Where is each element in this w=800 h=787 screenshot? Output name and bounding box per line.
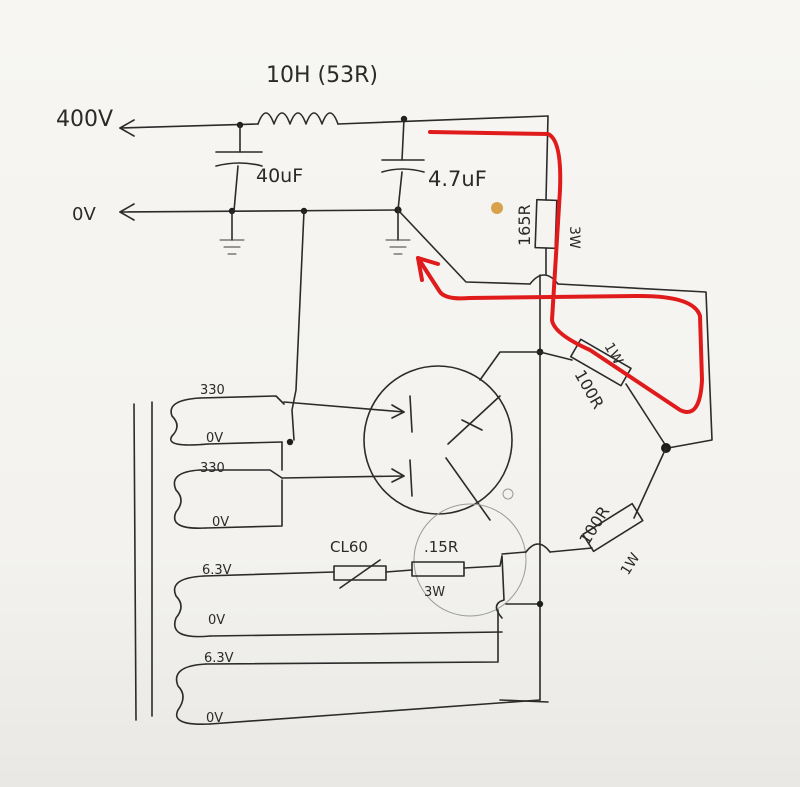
ground-return-wire [397, 209, 531, 285]
capacitor-40uf [215, 124, 263, 255]
heater1-label: 6.3V [202, 563, 232, 578]
choke-label: 10H (53R) [266, 63, 378, 88]
res-015-watt-label: 3W [424, 585, 445, 600]
hv-ct-label: 0V [206, 431, 223, 446]
stain-mark [491, 202, 503, 214]
capacitor-4-7uf [381, 118, 425, 255]
b-plus-rail [119, 112, 549, 137]
bridge-rectifier [281, 365, 513, 521]
res-100-bot-watt-label: 1W [618, 550, 644, 578]
heater1-ct-label: 0V [208, 613, 225, 628]
junction-dot [286, 438, 294, 446]
resistor-100r-bottom [501, 447, 667, 555]
res-015-label: .15R [424, 538, 458, 556]
junction-dot [536, 600, 544, 608]
thermistor-cl60 [333, 559, 413, 589]
cap-47-label: 4.7uF [428, 167, 487, 191]
hv-top-label: 330 [200, 383, 225, 398]
ground-rail [119, 203, 399, 221]
heater-crossover [495, 555, 505, 619]
cap-40-label: 40uF [256, 165, 303, 187]
resistor-015r [411, 555, 503, 577]
heater2-end-label: 0V [206, 711, 223, 726]
red-annotation-path [416, 130, 704, 414]
ac-return-wire [557, 283, 713, 449]
b-plus-label: 400V [56, 107, 113, 132]
heater2-label: 6.3V [204, 651, 234, 666]
res-165-watt-label: 3W [566, 226, 582, 249]
res-100-top-label: 100R [571, 367, 608, 413]
ground-rail-label: 0V [72, 204, 96, 225]
rectifier-top-wire [479, 351, 541, 381]
thermistor-label: CL60 [330, 538, 368, 556]
res-165-label: 165R [515, 204, 534, 246]
ct-wire [291, 210, 305, 441]
hv-bot-label: 330 [200, 461, 225, 476]
faint-circle [413, 503, 527, 617]
hv-bot-end-label: 0V [212, 515, 229, 530]
res-100-bot-label: 100R [575, 503, 613, 548]
resistor-100r-top [539, 338, 667, 447]
pencil-mark [502, 488, 514, 500]
transformer [133, 395, 541, 726]
